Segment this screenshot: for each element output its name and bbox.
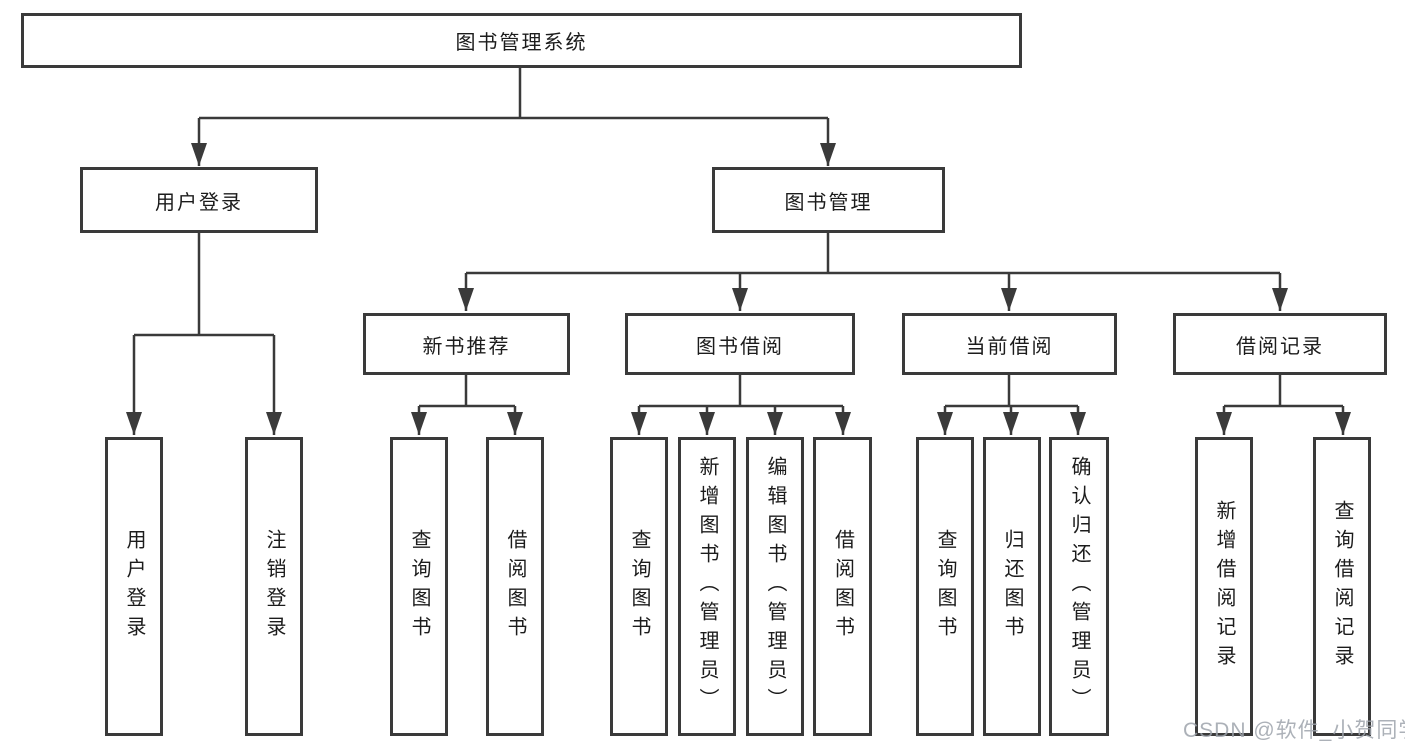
- leaf-query-books-recommend: 查询图书: [390, 437, 448, 736]
- node-user-login: 用户登录: [80, 167, 318, 233]
- leaf-query-books-borrow-label: 查询图书: [628, 528, 650, 645]
- leaf-borrow-books-borrow-label: 借阅图书: [831, 528, 854, 645]
- leaf-query-books-current-label: 查询图书: [934, 528, 956, 645]
- leaf-return-book-label: 归还图书: [1001, 528, 1023, 645]
- leaf-borrow-books-recommend: 借阅图书: [486, 437, 544, 736]
- leaf-edit-book-admin-label: 编辑图书（管理员）: [764, 456, 786, 717]
- leaf-logout: 注销登录: [245, 437, 303, 736]
- node-book-borrow: 图书借阅: [625, 313, 855, 375]
- node-book-management: 图书管理: [712, 167, 945, 233]
- leaf-edit-book-admin: 编辑图书（管理员）: [746, 437, 804, 736]
- node-current-borrow-label: 当前借阅: [965, 335, 1054, 358]
- leaf-query-borrow-record-label: 查询借阅记录: [1331, 499, 1353, 674]
- leaf-confirm-return-admin: 确认归还（管理员）: [1049, 437, 1109, 736]
- leaf-query-books-current: 查询图书: [916, 437, 974, 736]
- leaf-add-borrow-record-label: 新增借阅记录: [1213, 499, 1235, 674]
- leaf-return-book: 归还图书: [983, 437, 1041, 736]
- node-library-system: 图书管理系统: [21, 13, 1022, 68]
- node-current-borrow: 当前借阅: [902, 313, 1117, 375]
- csdn-watermark: CSDN @软件_小贺同学: [1183, 719, 1405, 742]
- node-book-management-label: 图书管理: [784, 191, 873, 214]
- node-new-book-recommend-label: 新书推荐: [422, 335, 511, 358]
- leaf-borrow-books-recommend-label: 借阅图书: [504, 528, 526, 645]
- leaf-add-book-admin-label: 新增图书（管理员）: [696, 456, 718, 717]
- node-user-login-label: 用户登录: [155, 191, 243, 214]
- node-new-book-recommend: 新书推荐: [363, 313, 570, 375]
- node-borrow-records-label: 借阅记录: [1236, 335, 1324, 358]
- leaf-borrow-books-borrow: 借阅图书: [813, 437, 872, 736]
- leaf-add-borrow-record: 新增借阅记录: [1195, 437, 1253, 736]
- leaf-user-login: 用户登录: [105, 437, 163, 736]
- leaf-query-books-recommend-label: 查询图书: [408, 528, 430, 645]
- leaf-confirm-return-admin-label: 确认归还（管理员）: [1068, 456, 1090, 717]
- node-book-borrow-label: 图书借阅: [696, 335, 784, 358]
- leaf-query-borrow-record: 查询借阅记录: [1313, 437, 1371, 736]
- node-library-system-label: 图书管理系统: [455, 32, 588, 54]
- leaf-query-books-borrow: 查询图书: [610, 437, 668, 736]
- leaf-add-book-admin: 新增图书（管理员）: [678, 437, 736, 736]
- leaf-user-login-label: 用户登录: [123, 528, 145, 645]
- node-borrow-records: 借阅记录: [1173, 313, 1387, 375]
- leaf-logout-label: 注销登录: [263, 528, 285, 645]
